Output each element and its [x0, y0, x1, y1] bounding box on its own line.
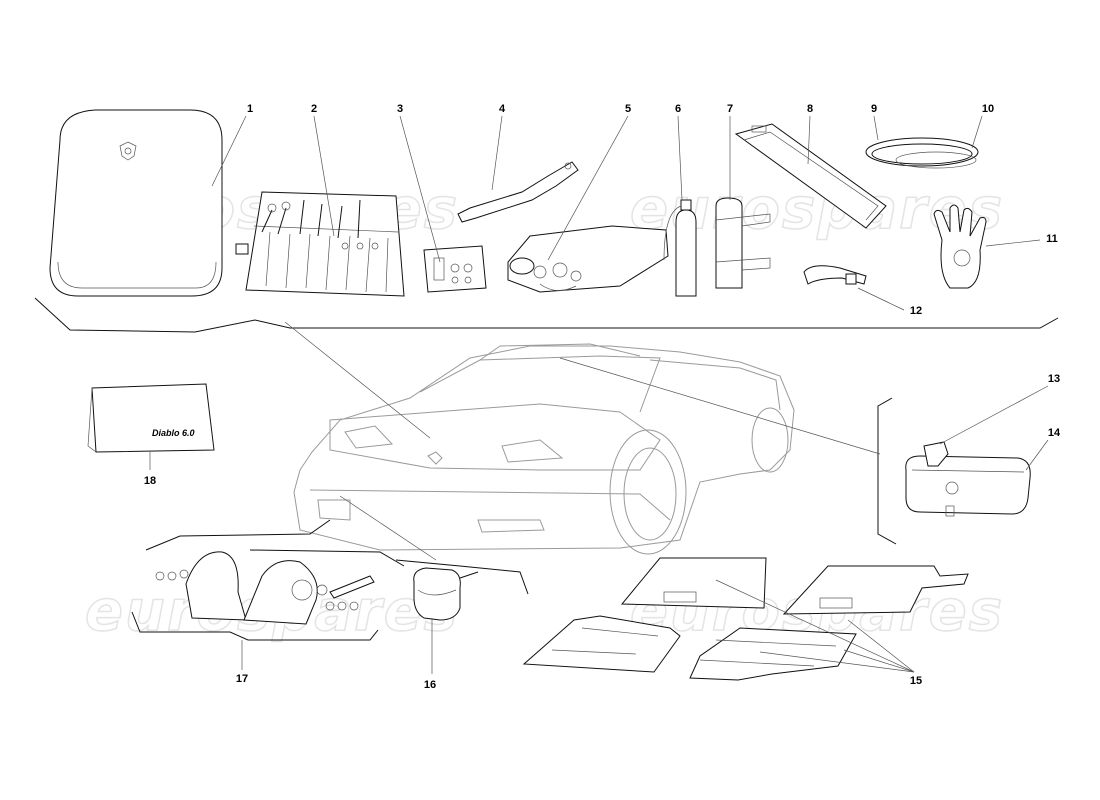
part-label-17: 17: [236, 673, 248, 685]
part-labels: 1 2 3 4 5 6 7 8 9 10 11 12 13 14 15 16 1…: [144, 103, 1061, 691]
part-label-4: 4: [499, 103, 506, 115]
mats-bracket: [395, 559, 529, 595]
strap-tray-drawing: [734, 123, 887, 229]
leader-lines: [149, 115, 1049, 674]
part-label-16: 16: [424, 679, 436, 691]
part-label-14: 14: [1048, 427, 1061, 439]
drive-belts-drawing: [865, 137, 979, 169]
horn-bracket-right: [249, 549, 405, 567]
bottle-drawing: [663, 199, 697, 297]
part-label-3: 3: [397, 103, 403, 115]
part-label-8: 8: [807, 103, 813, 115]
horn-bracket-lower: [131, 611, 379, 641]
part-label-9: 9: [871, 103, 877, 115]
right-bracket: [877, 397, 897, 545]
top-zone-separator: [34, 297, 1059, 333]
part-label-11: 11: [1046, 233, 1058, 245]
tool-bag-drawing: [507, 225, 669, 293]
part-label-7: 7: [727, 103, 733, 115]
small-strap-drawing: [803, 265, 867, 285]
owners-manual-drawing: Diablo 6.0: [87, 383, 215, 453]
storage-bag-drawing: [49, 109, 223, 297]
part-label-18: 18: [144, 475, 156, 487]
part-label-2: 2: [311, 103, 317, 115]
glove-drawing: [933, 204, 987, 289]
horn-bracket-upper: [145, 519, 331, 551]
horns-drawing: [155, 551, 375, 625]
part-label-13: 13: [1048, 373, 1060, 385]
tool-roll-drawing: [235, 191, 405, 297]
jack-handle-drawing: [457, 161, 579, 223]
part-label-1: 1: [247, 103, 253, 115]
part-label-6: 6: [675, 103, 681, 115]
part-label-15: 15: [910, 675, 922, 687]
part-label-5: 5: [625, 103, 631, 115]
fuse-kit-drawing: [423, 245, 487, 293]
rear-view-mirror-drawing: [905, 441, 1031, 517]
part-label-10: 10: [982, 103, 994, 115]
part-label-12: 12: [910, 305, 922, 317]
manual-cover-text: Diablo 6.0: [152, 428, 195, 438]
relay-drawing: [413, 567, 479, 621]
car-outline-drawing: [293, 343, 795, 555]
